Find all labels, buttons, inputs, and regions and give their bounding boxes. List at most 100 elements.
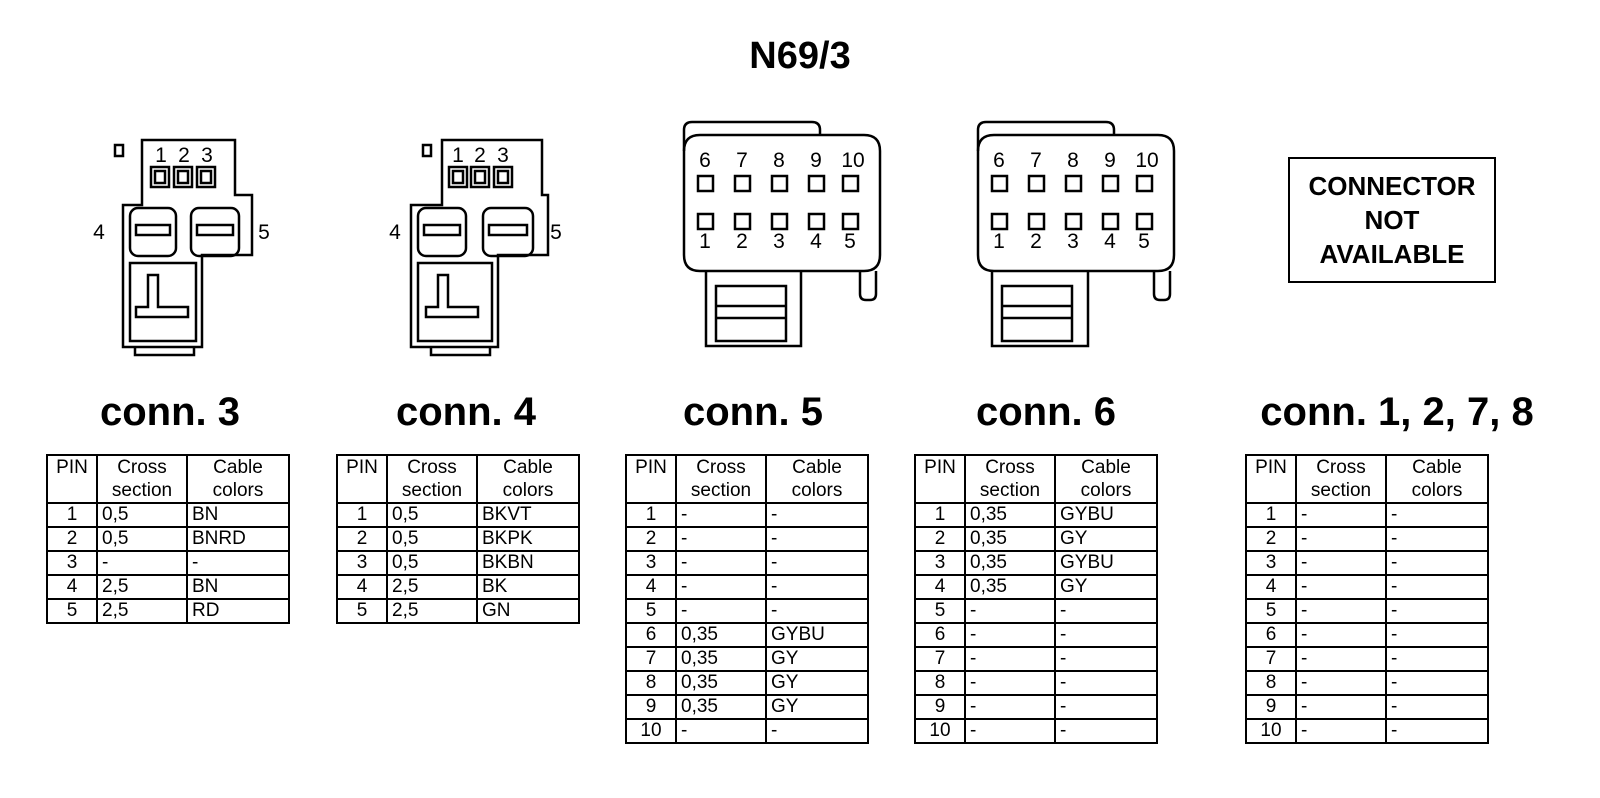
cross-section-cell: - <box>1296 527 1387 551</box>
not-available-line: NOT <box>1364 205 1420 235</box>
header-cross-section: Cross section <box>97 455 188 503</box>
table-row: 3-- <box>47 551 290 575</box>
cable-color-cell: - <box>1386 623 1489 647</box>
pin-cell: 1 <box>915 503 966 527</box>
pin-cell: 5 <box>626 599 677 623</box>
pin-cell: 6 <box>626 623 677 647</box>
pin-label: 5 <box>844 230 856 253</box>
cable-color-cell: - <box>1386 551 1489 575</box>
cable-color-cell: - <box>766 551 869 575</box>
cross-section-cell: - <box>1296 671 1387 695</box>
header-cable-colors: Cable colors <box>1386 455 1489 503</box>
cross-section-cell: - <box>676 551 767 575</box>
pin-cell: 9 <box>915 695 966 719</box>
pin-cell: 1 <box>337 503 388 527</box>
cross-section-cell: - <box>1296 695 1387 719</box>
cable-color-cell: - <box>1386 719 1489 743</box>
pin-label: 10 <box>1135 149 1158 172</box>
table-row: 1-- <box>626 503 869 527</box>
cable-color-cell: - <box>187 551 290 575</box>
cross-section-cell: - <box>1296 575 1387 599</box>
header-cross-section: Cross section <box>1296 455 1387 503</box>
table-row: 8-- <box>915 671 1158 695</box>
table-row: 2-- <box>626 527 869 551</box>
cable-color-cell: BK <box>477 575 580 599</box>
cable-color-cell: BN <box>187 575 290 599</box>
pin-label: 9 <box>1104 149 1116 172</box>
pin-cell: 5 <box>1246 599 1297 623</box>
table-row: 7-- <box>1246 647 1489 671</box>
cross-section-cell: - <box>676 527 767 551</box>
cross-section-cell: - <box>1296 599 1387 623</box>
header-cable-colors: Cable colors <box>1055 455 1158 503</box>
pin-cell: 7 <box>1246 647 1297 671</box>
pin-cell: 7 <box>626 647 677 671</box>
pin-label: 1 <box>699 230 711 253</box>
pin-label: 3 <box>201 144 213 167</box>
pin-label: 10 <box>841 149 864 172</box>
cable-color-cell: - <box>1055 719 1158 743</box>
cross-section-cell: - <box>1296 623 1387 647</box>
pin-label: 5 <box>550 221 562 244</box>
pin-cell: 10 <box>915 719 966 743</box>
cross-section-cell: - <box>1296 719 1387 743</box>
table-row: 6-- <box>915 623 1158 647</box>
pin-cell: 8 <box>626 671 677 695</box>
cross-section-cell: - <box>676 575 767 599</box>
header-cross-section: Cross section <box>387 455 478 503</box>
pin-label: 3 <box>1067 230 1079 253</box>
cable-color-cell: - <box>1386 575 1489 599</box>
pin-cell: 2 <box>1246 527 1297 551</box>
pin-label: 4 <box>1104 230 1116 253</box>
cable-color-cell: BKBN <box>477 551 580 575</box>
cross-section-cell: - <box>1296 503 1387 527</box>
pin-label: 1 <box>155 144 167 167</box>
cable-color-cell: - <box>1386 599 1489 623</box>
pin-label: 3 <box>773 230 785 253</box>
table-row: 7-- <box>915 647 1158 671</box>
table-row: 3-- <box>626 551 869 575</box>
pin-cell: 3 <box>337 551 388 575</box>
pin-cell: 6 <box>1246 623 1297 647</box>
cross-section-cell: 0,5 <box>387 527 478 551</box>
header-cable-colors: Cable colors <box>187 455 290 503</box>
header-cross-section: Cross section <box>676 455 767 503</box>
pin-cell: 1 <box>626 503 677 527</box>
pin-cell: 2 <box>337 527 388 551</box>
pin-cell: 1 <box>47 503 98 527</box>
pin-cell: 9 <box>626 695 677 719</box>
cable-color-cell: - <box>1055 623 1158 647</box>
cable-color-cell: GYBU <box>1055 551 1158 575</box>
cross-section-cell: 2,5 <box>97 575 188 599</box>
header-pin: PIN <box>626 455 677 503</box>
table-row: 3-- <box>1246 551 1489 575</box>
pin-cell: 3 <box>1246 551 1297 575</box>
cross-section-cell: 2,5 <box>387 599 478 623</box>
pin-cell: 3 <box>626 551 677 575</box>
header-pin: PIN <box>337 455 388 503</box>
pin-label: 5 <box>1138 230 1150 253</box>
header-cable-colors: Cable colors <box>477 455 580 503</box>
pin-label: 8 <box>1067 149 1079 172</box>
pin-label: 6 <box>993 149 1005 172</box>
cross-section-cell: - <box>97 551 188 575</box>
pin-label: 2 <box>474 144 486 167</box>
connector-label: conn. 5 <box>682 390 824 434</box>
pin-cell: 8 <box>915 671 966 695</box>
cable-color-cell: - <box>1055 599 1158 623</box>
cable-color-cell: - <box>766 599 869 623</box>
connector-label: conn. 3 <box>99 390 241 434</box>
header-pin: PIN <box>915 455 966 503</box>
cable-color-cell: GY <box>1055 527 1158 551</box>
pin-label: 9 <box>810 149 822 172</box>
connector-5-drawing: 6 7 8 9 10 1 2 3 4 5 <box>682 120 882 348</box>
table-row: 4-- <box>1246 575 1489 599</box>
pin-label: 5 <box>258 221 270 244</box>
cable-color-cell: - <box>1055 647 1158 671</box>
table-row: 5-- <box>1246 599 1489 623</box>
